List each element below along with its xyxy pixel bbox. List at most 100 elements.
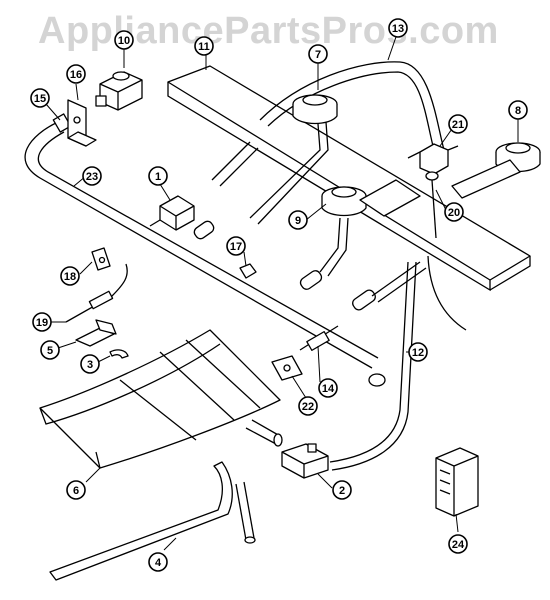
callout-number: 1 xyxy=(155,171,161,183)
callout-19[interactable]: 19 xyxy=(32,312,52,332)
callout-number: 16 xyxy=(70,69,82,81)
callout-circle xyxy=(32,312,52,332)
callout-22[interactable]: 22 xyxy=(298,396,318,416)
callout-4[interactable]: 4 xyxy=(148,552,168,572)
clip-3[interactable] xyxy=(109,349,129,359)
callout-17[interactable]: 17 xyxy=(226,236,246,256)
igniter-5[interactable] xyxy=(75,319,117,347)
callout-5[interactable]: 5 xyxy=(40,340,60,360)
callout-number: 2 xyxy=(339,485,345,497)
callout-circle xyxy=(226,236,246,256)
heat-shield[interactable] xyxy=(39,329,281,469)
valve-1[interactable] xyxy=(149,195,195,231)
tube-stub[interactable] xyxy=(245,419,283,447)
callout-number: 18 xyxy=(64,271,76,283)
callout-circle xyxy=(508,100,528,120)
manifold-pipe[interactable] xyxy=(24,113,386,387)
callout-15[interactable]: 15 xyxy=(30,88,50,108)
callout-circle xyxy=(40,340,60,360)
callout-number: 23 xyxy=(86,171,98,183)
callout-23[interactable]: 23 xyxy=(82,166,102,186)
callout-3[interactable]: 3 xyxy=(80,354,100,374)
callout-number: 14 xyxy=(322,383,335,395)
callout-circle xyxy=(114,30,134,50)
callout-circle xyxy=(298,396,318,416)
igniter-19[interactable] xyxy=(65,263,128,323)
callout-12[interactable]: 12 xyxy=(408,342,428,362)
callout-number: 11 xyxy=(198,41,210,53)
callout-number: 15 xyxy=(34,93,46,105)
callout-number: 24 xyxy=(452,539,465,551)
burner-9[interactable] xyxy=(319,179,421,277)
burner-8[interactable] xyxy=(451,142,541,199)
callout-circle xyxy=(318,378,338,398)
callout-circle xyxy=(448,534,468,554)
callout-circle xyxy=(66,480,86,500)
watermark: AppliancePartsPros.com xyxy=(38,10,499,52)
callout-number: 12 xyxy=(412,347,424,359)
pressure-regulator[interactable] xyxy=(95,71,143,111)
callout-1[interactable]: 1 xyxy=(148,166,168,186)
callout-20[interactable]: 20 xyxy=(444,202,464,222)
callout-16[interactable]: 16 xyxy=(66,64,86,84)
callout-number: 5 xyxy=(47,345,53,357)
callout-6[interactable]: 6 xyxy=(66,480,86,500)
callout-circle xyxy=(308,44,328,64)
orifice-tubes[interactable] xyxy=(192,141,427,312)
callout-circle xyxy=(148,552,168,572)
callout-circle xyxy=(82,166,102,186)
callout-2[interactable]: 2 xyxy=(332,480,352,500)
callout-circle xyxy=(66,64,86,84)
callout-9[interactable]: 9 xyxy=(288,210,308,230)
callout-number: 19 xyxy=(36,317,48,329)
callout-14[interactable]: 14 xyxy=(318,378,338,398)
callout-24[interactable]: 24 xyxy=(448,534,468,554)
callout-circle xyxy=(288,210,308,230)
callout-circle xyxy=(448,114,468,134)
clip-17[interactable] xyxy=(239,263,257,279)
screw-20[interactable] xyxy=(425,171,439,239)
callout-circle xyxy=(60,266,80,286)
callout-13[interactable]: 13 xyxy=(388,18,408,38)
callout-number: 22 xyxy=(302,401,314,413)
callout-number: 6 xyxy=(73,485,79,497)
callout-number: 20 xyxy=(448,207,460,219)
callout-10[interactable]: 10 xyxy=(114,30,134,50)
callout-11[interactable]: 11 xyxy=(194,36,214,56)
callout-number: 3 xyxy=(87,359,93,371)
bracket-22[interactable] xyxy=(271,355,303,381)
callout-circle xyxy=(332,480,352,500)
burner-7[interactable] xyxy=(249,94,338,225)
flex-tube-4[interactable] xyxy=(49,461,256,581)
electrode-14[interactable] xyxy=(299,325,339,351)
mounting-bracket-16[interactable] xyxy=(67,99,97,147)
wire xyxy=(427,255,467,331)
callout-number: 7 xyxy=(315,49,321,61)
callout-circle xyxy=(80,354,100,374)
lower-tube[interactable] xyxy=(329,261,417,471)
callout-number: 8 xyxy=(515,105,521,117)
callout-circle xyxy=(194,36,214,56)
callout-number: 17 xyxy=(230,241,242,253)
bracket-21[interactable] xyxy=(407,143,459,175)
callout-circle xyxy=(148,166,168,186)
callout-circle xyxy=(444,202,464,222)
callout-21[interactable]: 21 xyxy=(448,114,468,134)
callout-number: 10 xyxy=(118,35,130,47)
callout-number: 13 xyxy=(392,23,404,35)
callout-number: 4 xyxy=(155,557,162,569)
callout-circle xyxy=(408,342,428,362)
callout-number: 9 xyxy=(295,215,301,227)
valve-2[interactable] xyxy=(281,443,329,479)
callout-circle xyxy=(30,88,50,108)
module-24[interactable] xyxy=(435,447,479,517)
callout-18[interactable]: 18 xyxy=(60,266,80,286)
callout-circle xyxy=(388,18,408,38)
bracket-18[interactable] xyxy=(91,247,111,271)
callout-number: 21 xyxy=(452,119,464,131)
callout-8[interactable]: 8 xyxy=(508,100,528,120)
leader-lines xyxy=(45,33,519,551)
callout-7[interactable]: 7 xyxy=(308,44,328,64)
